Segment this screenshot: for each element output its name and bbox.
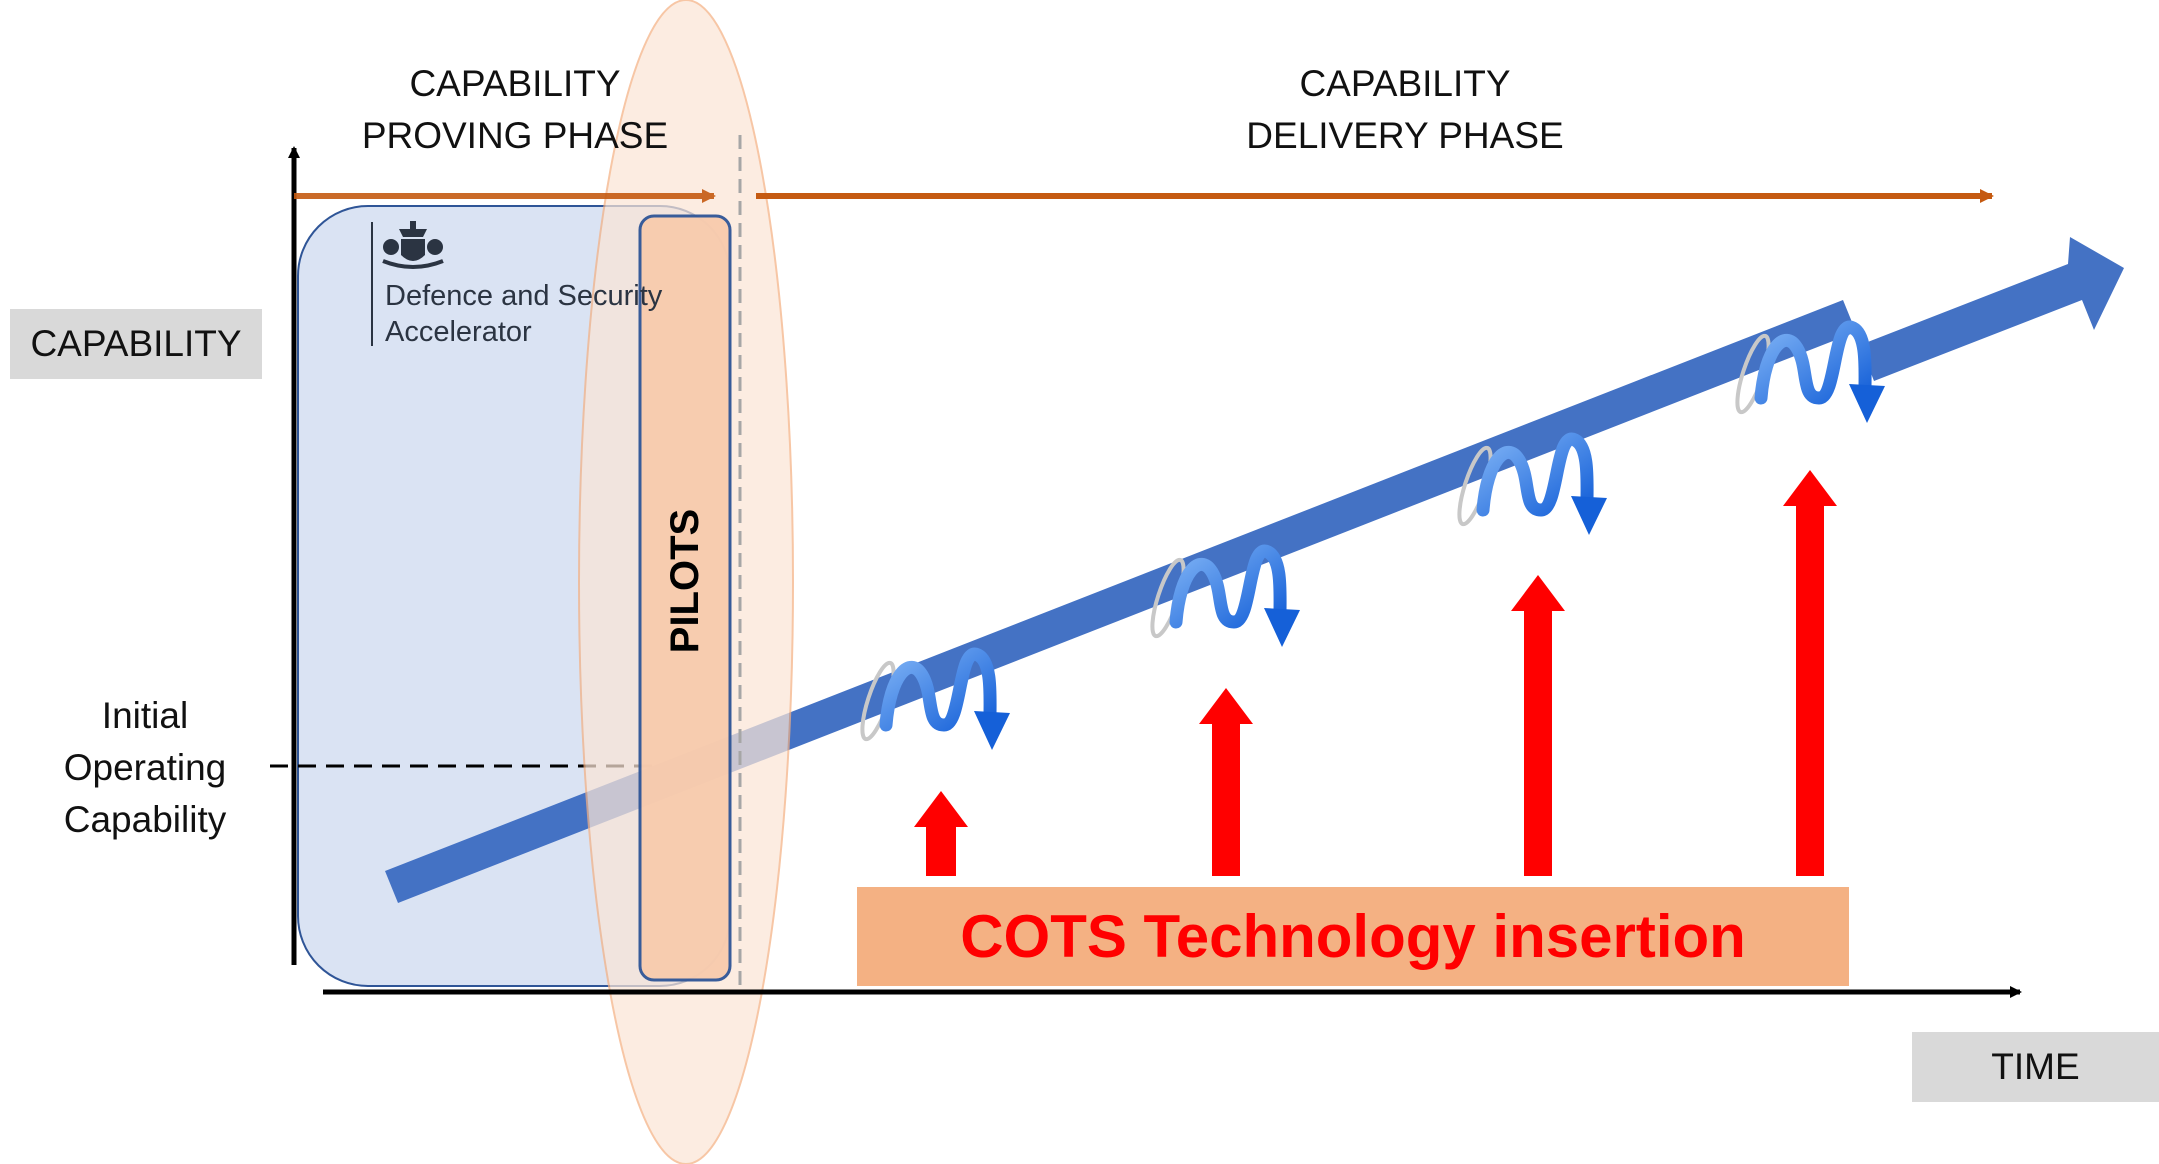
ioc-line1: Initial	[101, 695, 189, 736]
insertion-arrow-3	[1511, 575, 1565, 876]
delivery-phase-line2: DELIVERY PHASE	[1246, 115, 1564, 156]
royal-crest-icon	[382, 221, 444, 269]
spiral-icon	[860, 647, 1010, 750]
ioc-label: Initial Operating Capability	[20, 690, 270, 846]
dasa-line1: Defence and Security	[385, 280, 663, 312]
pilots-box	[638, 214, 732, 982]
delivery-phase-label: CAPABILITY DELIVERY PHASE	[1230, 58, 1580, 162]
ioc-line3: Capability	[63, 799, 227, 840]
y-axis-label: CAPABILITY	[10, 309, 262, 379]
proving-phase-label: CAPABILITY PROVING PHASE	[330, 58, 700, 162]
cots-insertion-label: COTS Technology insertion	[960, 903, 1746, 970]
pilots-label: PILOTS	[663, 508, 707, 654]
proving-phase-line2: PROVING PHASE	[361, 115, 669, 156]
insertion-arrow-1	[914, 791, 968, 876]
spiral-icon	[1150, 544, 1300, 647]
insertion-arrow-4	[1783, 470, 1837, 876]
spiral-icon	[1735, 320, 1885, 423]
dasa-line2: Accelerator	[385, 316, 532, 348]
x-axis-label: TIME	[1912, 1032, 2159, 1102]
spiral-icon	[1457, 432, 1607, 535]
proving-phase-line1: CAPABILITY	[409, 63, 621, 104]
ioc-line2: Operating	[63, 747, 227, 788]
cots-insertion-box: COTS Technology insertion	[857, 887, 1849, 986]
delivery-phase-line1: CAPABILITY	[1299, 63, 1511, 104]
dasa-logo-text: Defence and Security Accelerator	[385, 278, 785, 350]
insertion-arrow-2	[1199, 688, 1253, 876]
